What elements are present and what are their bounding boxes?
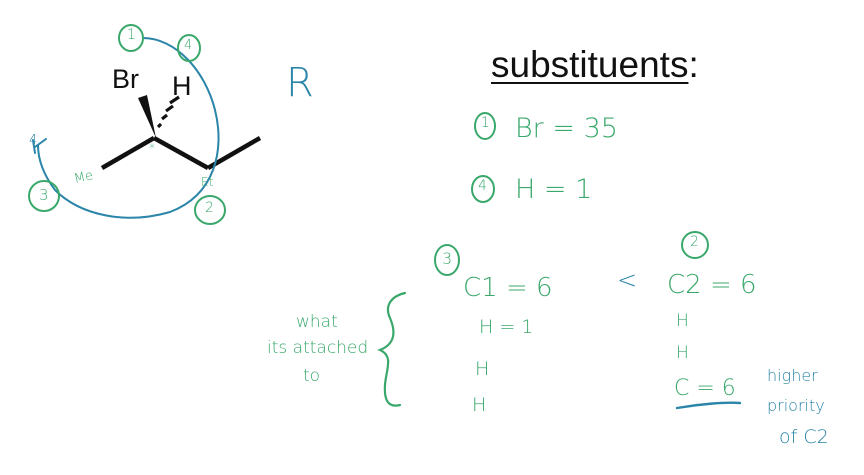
side-note-line-1: higher bbox=[767, 366, 818, 385]
c2-priority: 2 bbox=[690, 234, 699, 250]
priority-label-ethyl: 2 bbox=[205, 200, 214, 216]
c2-attached-2: H bbox=[676, 343, 689, 363]
ethyl-label: Et bbox=[201, 175, 214, 189]
side-note-line-2: priority bbox=[767, 396, 825, 415]
atom-bromine: Br bbox=[112, 64, 139, 94]
chiral-center-mark: * bbox=[149, 141, 155, 155]
side-note-line-3: of C2 bbox=[779, 426, 829, 448]
title-colon: : bbox=[688, 44, 699, 85]
brace-note-line-2: its attached bbox=[267, 338, 369, 358]
c1-attached-1: H = 1 bbox=[479, 316, 534, 338]
substituent-h: H = 1 bbox=[515, 174, 593, 205]
priority-label-h: 4 bbox=[184, 38, 193, 53]
substituent-br: Br = 35 bbox=[515, 113, 618, 144]
atom-hydrogen: H bbox=[172, 71, 192, 101]
stray-mark: 4 bbox=[29, 133, 38, 148]
priority-label-methyl: 3 bbox=[39, 186, 49, 204]
c2-attached-1: H bbox=[676, 311, 689, 331]
c2-header: C2 = 6 bbox=[667, 270, 757, 300]
c1-attached-2: H bbox=[475, 358, 490, 380]
hash-bond bbox=[156, 95, 180, 129]
priority-label-br: 1 bbox=[127, 27, 136, 43]
emphasis-underline bbox=[675, 401, 742, 410]
c1-attached-3: H bbox=[472, 394, 487, 416]
c1-priority: 3 bbox=[442, 249, 453, 268]
skeletal-bonds bbox=[100, 136, 262, 170]
rotation-arrow bbox=[37, 37, 220, 219]
less-than-operator: < bbox=[617, 266, 638, 294]
brace-note-line-3: to bbox=[303, 366, 321, 386]
curly-brace bbox=[377, 291, 407, 407]
priority-circles bbox=[28, 24, 226, 225]
brace-note-line-1: what bbox=[296, 312, 338, 332]
configuration-label: R bbox=[286, 60, 314, 106]
substituents-title: substituents: bbox=[491, 44, 699, 86]
substituents-title-text: substituents bbox=[491, 44, 689, 85]
list-priority-1: 1 bbox=[481, 115, 490, 131]
arrow-tip-mark bbox=[32, 138, 47, 154]
c2-attached-3: C = 6 bbox=[674, 376, 736, 401]
list-priority-circles bbox=[434, 112, 709, 276]
wedge-bond bbox=[138, 95, 156, 138]
c1-header: C1 = 6 bbox=[463, 273, 553, 303]
list-priority-4: 4 bbox=[478, 178, 487, 194]
